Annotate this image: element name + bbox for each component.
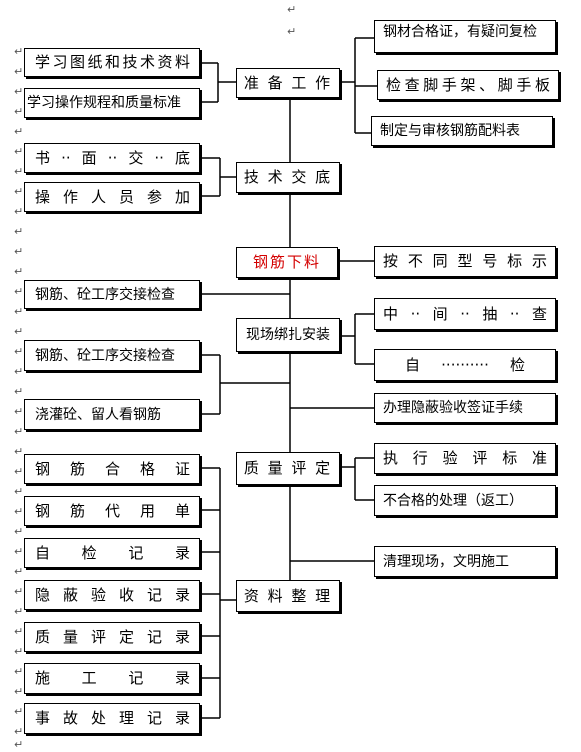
- return-mark: ↵: [14, 738, 24, 751]
- node-standard: 执 行 验 评 标 准: [374, 443, 556, 474]
- node-quality: 质 量 评 定: [236, 452, 340, 485]
- return-mark: ↵: [14, 645, 24, 658]
- node-scaffold-check-label: 检查脚手架、脚手板: [386, 75, 550, 94]
- node-mid-sample-label: 中··间··抽··查: [383, 304, 547, 323]
- node-self-check-record-label: 自 检 记 录: [35, 543, 190, 562]
- node-rebar-schedule-label: 制定与审核钢筋配料表: [380, 123, 520, 139]
- node-prepare-label: 准 备 工 作: [243, 73, 333, 92]
- node-rebar-certificate: 钢 筋 合 格 证: [24, 454, 200, 484]
- node-quality-record: 质 量 评 定 记 录: [24, 622, 200, 652]
- node-scaffold-check: 检查脚手架、脚手板: [377, 70, 559, 100]
- node-quality-label: 质 量 评 定: [243, 459, 333, 477]
- return-mark: ↵: [14, 545, 24, 558]
- node-construction-record-label: 施 工 记 录: [35, 669, 190, 687]
- return-mark: ↵: [14, 665, 24, 678]
- return-mark: ↵: [14, 425, 24, 438]
- node-handover-2: 钢筋、砼工序交接检查: [24, 340, 200, 371]
- return-mark: ↵: [14, 585, 24, 598]
- return-mark: ↵: [14, 705, 24, 718]
- node-disclose-label: 技 术 交 底: [243, 168, 333, 186]
- node-cutting: 钢筋下料: [236, 247, 338, 278]
- return-mark: ↵: [14, 305, 24, 318]
- return-mark: ↵: [14, 245, 24, 258]
- node-pouring-watch-label: 浇灌砼、留人看钢筋: [35, 406, 161, 423]
- node-rebar-substitute: 钢 筋 代 用 单: [24, 496, 200, 526]
- node-mid-sample: 中··间··抽··查: [374, 298, 556, 330]
- node-prepare: 准 备 工 作: [236, 68, 340, 98]
- node-study-drawings: 学习图纸和技术资料: [24, 48, 200, 77]
- return-mark: ↵: [14, 505, 24, 518]
- node-hidden-signoff-label: 办理隐蔽验收签证手续: [383, 400, 523, 416]
- node-pouring-watch: 浇灌砼、留人看钢筋: [24, 399, 200, 430]
- return-mark: ↵: [14, 225, 24, 238]
- node-standard-label: 执 行 验 评 标 准: [383, 449, 547, 467]
- node-accident-record-label: 事 故 处 理 记 录: [35, 709, 190, 727]
- return-mark: ↵: [14, 145, 24, 158]
- node-study-rules-label: 学习操作规程和质量标准: [27, 95, 181, 111]
- node-self-check-label: 自··········检: [405, 355, 525, 374]
- return-mark: ↵: [14, 345, 24, 358]
- node-self-check-record: 自 检 记 录: [24, 538, 200, 568]
- node-labeling: 按 不 同 型 号 标 示: [374, 246, 556, 277]
- return-mark: ↵: [14, 405, 24, 418]
- node-binding: 现场绑扎安装: [236, 318, 340, 352]
- return-mark: ↵: [14, 445, 24, 458]
- node-labeling-label: 按 不 同 型 号 标 示: [383, 252, 547, 270]
- return-mark: ↵: [14, 125, 24, 138]
- node-records: 资 料 整 理: [236, 580, 340, 612]
- return-mark: ↵: [14, 185, 24, 198]
- node-study-drawings-label: 学习图纸和技术资料: [35, 53, 190, 71]
- return-mark: ↵: [14, 565, 24, 578]
- node-quality-record-label: 质 量 评 定 记 录: [35, 627, 190, 646]
- return-mark: ↵: [14, 365, 24, 378]
- return-mark: ↵: [14, 165, 24, 178]
- node-self-check: 自··········检: [374, 349, 556, 381]
- return-mark: ↵: [14, 65, 24, 78]
- return-mark: ↵: [14, 265, 24, 278]
- node-cleanup: 清理现场，文明施工: [374, 546, 556, 577]
- node-nonconforming-label: 不合格的处理（返工）: [383, 492, 523, 509]
- return-mark: ↵: [287, 3, 297, 16]
- return-mark: ↵: [14, 625, 24, 638]
- node-hidden-record-label: 隐 蔽 验 收 记 录: [35, 585, 190, 604]
- return-mark: ↵: [14, 285, 24, 298]
- node-accident-record: 事 故 处 理 记 录: [24, 703, 200, 734]
- node-construction-record: 施 工 记 录: [24, 663, 200, 694]
- node-hidden-signoff: 办理隐蔽验收签证手续: [374, 393, 556, 423]
- node-handover-1-label: 钢筋、砼工序交接检查: [35, 286, 175, 303]
- node-handover-1: 钢筋、砼工序交接检查: [24, 280, 200, 309]
- return-mark: ↵: [14, 325, 24, 338]
- return-mark: ↵: [287, 25, 297, 38]
- node-records-label: 资 料 整 理: [243, 586, 333, 605]
- node-operators-join: 操 作 人 员 参 加: [24, 182, 200, 212]
- node-binding-label: 现场绑扎安装: [246, 327, 330, 343]
- node-written-disclosure-label: 书··面··交··底: [35, 148, 190, 167]
- node-operators-join-label: 操 作 人 员 参 加: [35, 187, 190, 206]
- node-study-rules: 学习操作规程和质量标准: [24, 88, 200, 118]
- return-mark: ↵: [14, 465, 24, 478]
- node-rebar-substitute-label: 钢 筋 代 用 单: [35, 501, 190, 520]
- return-mark: ↵: [14, 385, 24, 398]
- return-mark: ↵: [14, 85, 24, 98]
- return-mark: ↵: [14, 105, 24, 118]
- node-material-cert-label: 钢材合格证，有疑问复检: [383, 24, 537, 40]
- return-mark: ↵: [14, 205, 24, 218]
- return-mark: ↵: [14, 685, 24, 698]
- node-nonconforming: 不合格的处理（返工）: [374, 485, 556, 516]
- node-cutting-label: 钢筋下料: [252, 253, 321, 271]
- return-mark: ↵: [14, 605, 24, 618]
- node-written-disclosure: 书··面··交··底: [24, 143, 200, 173]
- return-mark: ↵: [14, 725, 24, 738]
- node-disclose: 技 术 交 底: [236, 162, 340, 193]
- node-material-cert: 钢材合格证，有疑问复检: [374, 20, 556, 53]
- return-mark: ↵: [14, 525, 24, 538]
- node-handover-2-label: 钢筋、砼工序交接检查: [35, 347, 175, 364]
- node-rebar-schedule: 制定与审核钢筋配料表: [371, 116, 553, 146]
- node-cleanup-label: 清理现场，文明施工: [383, 553, 509, 570]
- return-mark: ↵: [14, 485, 24, 498]
- node-rebar-certificate-label: 钢 筋 合 格 证: [35, 459, 190, 478]
- node-hidden-record: 隐 蔽 验 收 记 录: [24, 580, 200, 610]
- return-mark: ↵: [14, 45, 24, 58]
